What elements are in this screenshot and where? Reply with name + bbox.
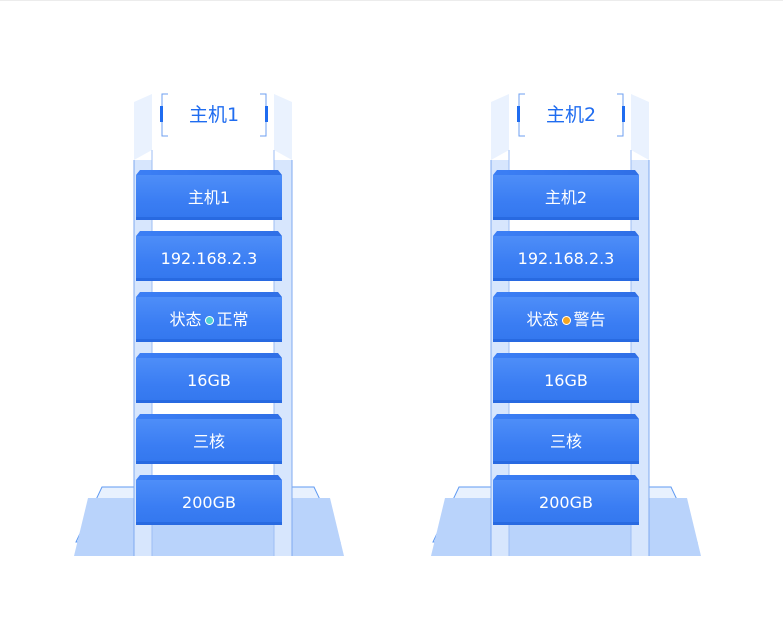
- host-name: 主机2: [544, 188, 588, 207]
- disk-layer: 200GB: [493, 480, 639, 525]
- host-rack-1: 主机1 主机1 192.168.2.3 状态正常 16GB 三核 200GB: [74, 0, 354, 622]
- status-dot-icon: [204, 316, 214, 325]
- disk-value: 200GB: [539, 493, 593, 512]
- status-layer: 状态正常: [136, 297, 282, 342]
- cpu-value: 三核: [549, 432, 582, 451]
- disk-layer: 200GB: [136, 480, 282, 525]
- status-label: 状态: [169, 310, 202, 329]
- host-label: 主机2: [545, 104, 597, 126]
- memory-value: 16GB: [544, 371, 588, 390]
- status-value: 警告: [573, 310, 606, 329]
- top-divider: [0, 0, 783, 1]
- status-dot-icon: [561, 316, 571, 325]
- ip-address: 192.168.2.3: [160, 249, 258, 268]
- host-name-layer: 主机2: [493, 175, 639, 220]
- memory-layer: 16GB: [136, 358, 282, 403]
- memory-layer: 16GB: [493, 358, 639, 403]
- status-value: 正常: [216, 310, 249, 329]
- ip-layer: 192.168.2.3: [136, 236, 282, 281]
- host-label: 主机1: [188, 104, 240, 126]
- cpu-value: 三核: [192, 432, 225, 451]
- disk-value: 200GB: [182, 493, 236, 512]
- host-name: 主机1: [187, 188, 231, 207]
- host-rack-2: 主机2 主机2 192.168.2.3 状态警告 16GB 三核 200GB: [431, 0, 711, 622]
- ip-address: 192.168.2.3: [517, 249, 615, 268]
- status-layer: 状态警告: [493, 297, 639, 342]
- cpu-layer: 三核: [493, 419, 639, 464]
- ip-layer: 192.168.2.3: [493, 236, 639, 281]
- status-label: 状态: [526, 310, 559, 329]
- host-name-layer: 主机1: [136, 175, 282, 220]
- cpu-layer: 三核: [136, 419, 282, 464]
- memory-value: 16GB: [187, 371, 231, 390]
